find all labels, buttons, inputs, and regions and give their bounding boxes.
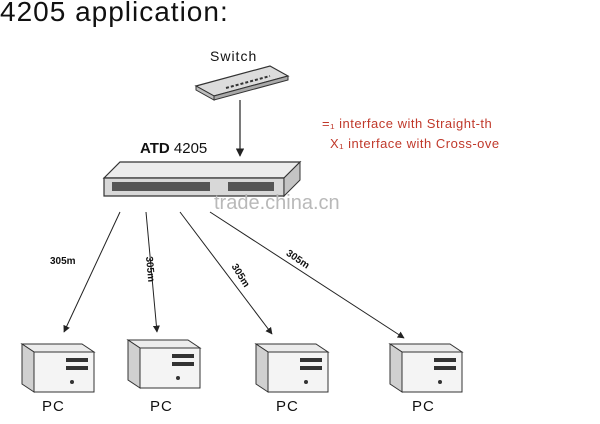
pc-label: PC [412,398,435,415]
link-line [209,211,405,339]
pc-icon [388,343,464,393]
device-name: ATD [140,140,170,157]
pc-label: PC [276,398,299,415]
watermark-text: trade.china.cn [214,192,340,214]
page-title: 4205 application: [0,0,229,27]
device-label: ATD 4205 [140,140,207,157]
pc-label: PC [150,398,173,415]
pc-icon [126,339,202,389]
pc-label: PC [42,398,65,415]
legend-cross: X₁ interface with Cross-ove [330,136,500,151]
device-model: 4205 [173,140,208,157]
link-line [63,211,121,333]
switch-label: Switch [210,48,258,64]
link-line [145,211,160,333]
distance-label: 305m [143,256,157,283]
pc-icon [20,343,96,393]
pc-icon [254,343,330,393]
legend-straight: =₁ interface with Straight-th [322,116,493,131]
switch-icon [194,65,290,101]
link-line [179,211,273,335]
atd-device-icon [102,160,302,198]
distance-label: 305m [50,256,76,267]
